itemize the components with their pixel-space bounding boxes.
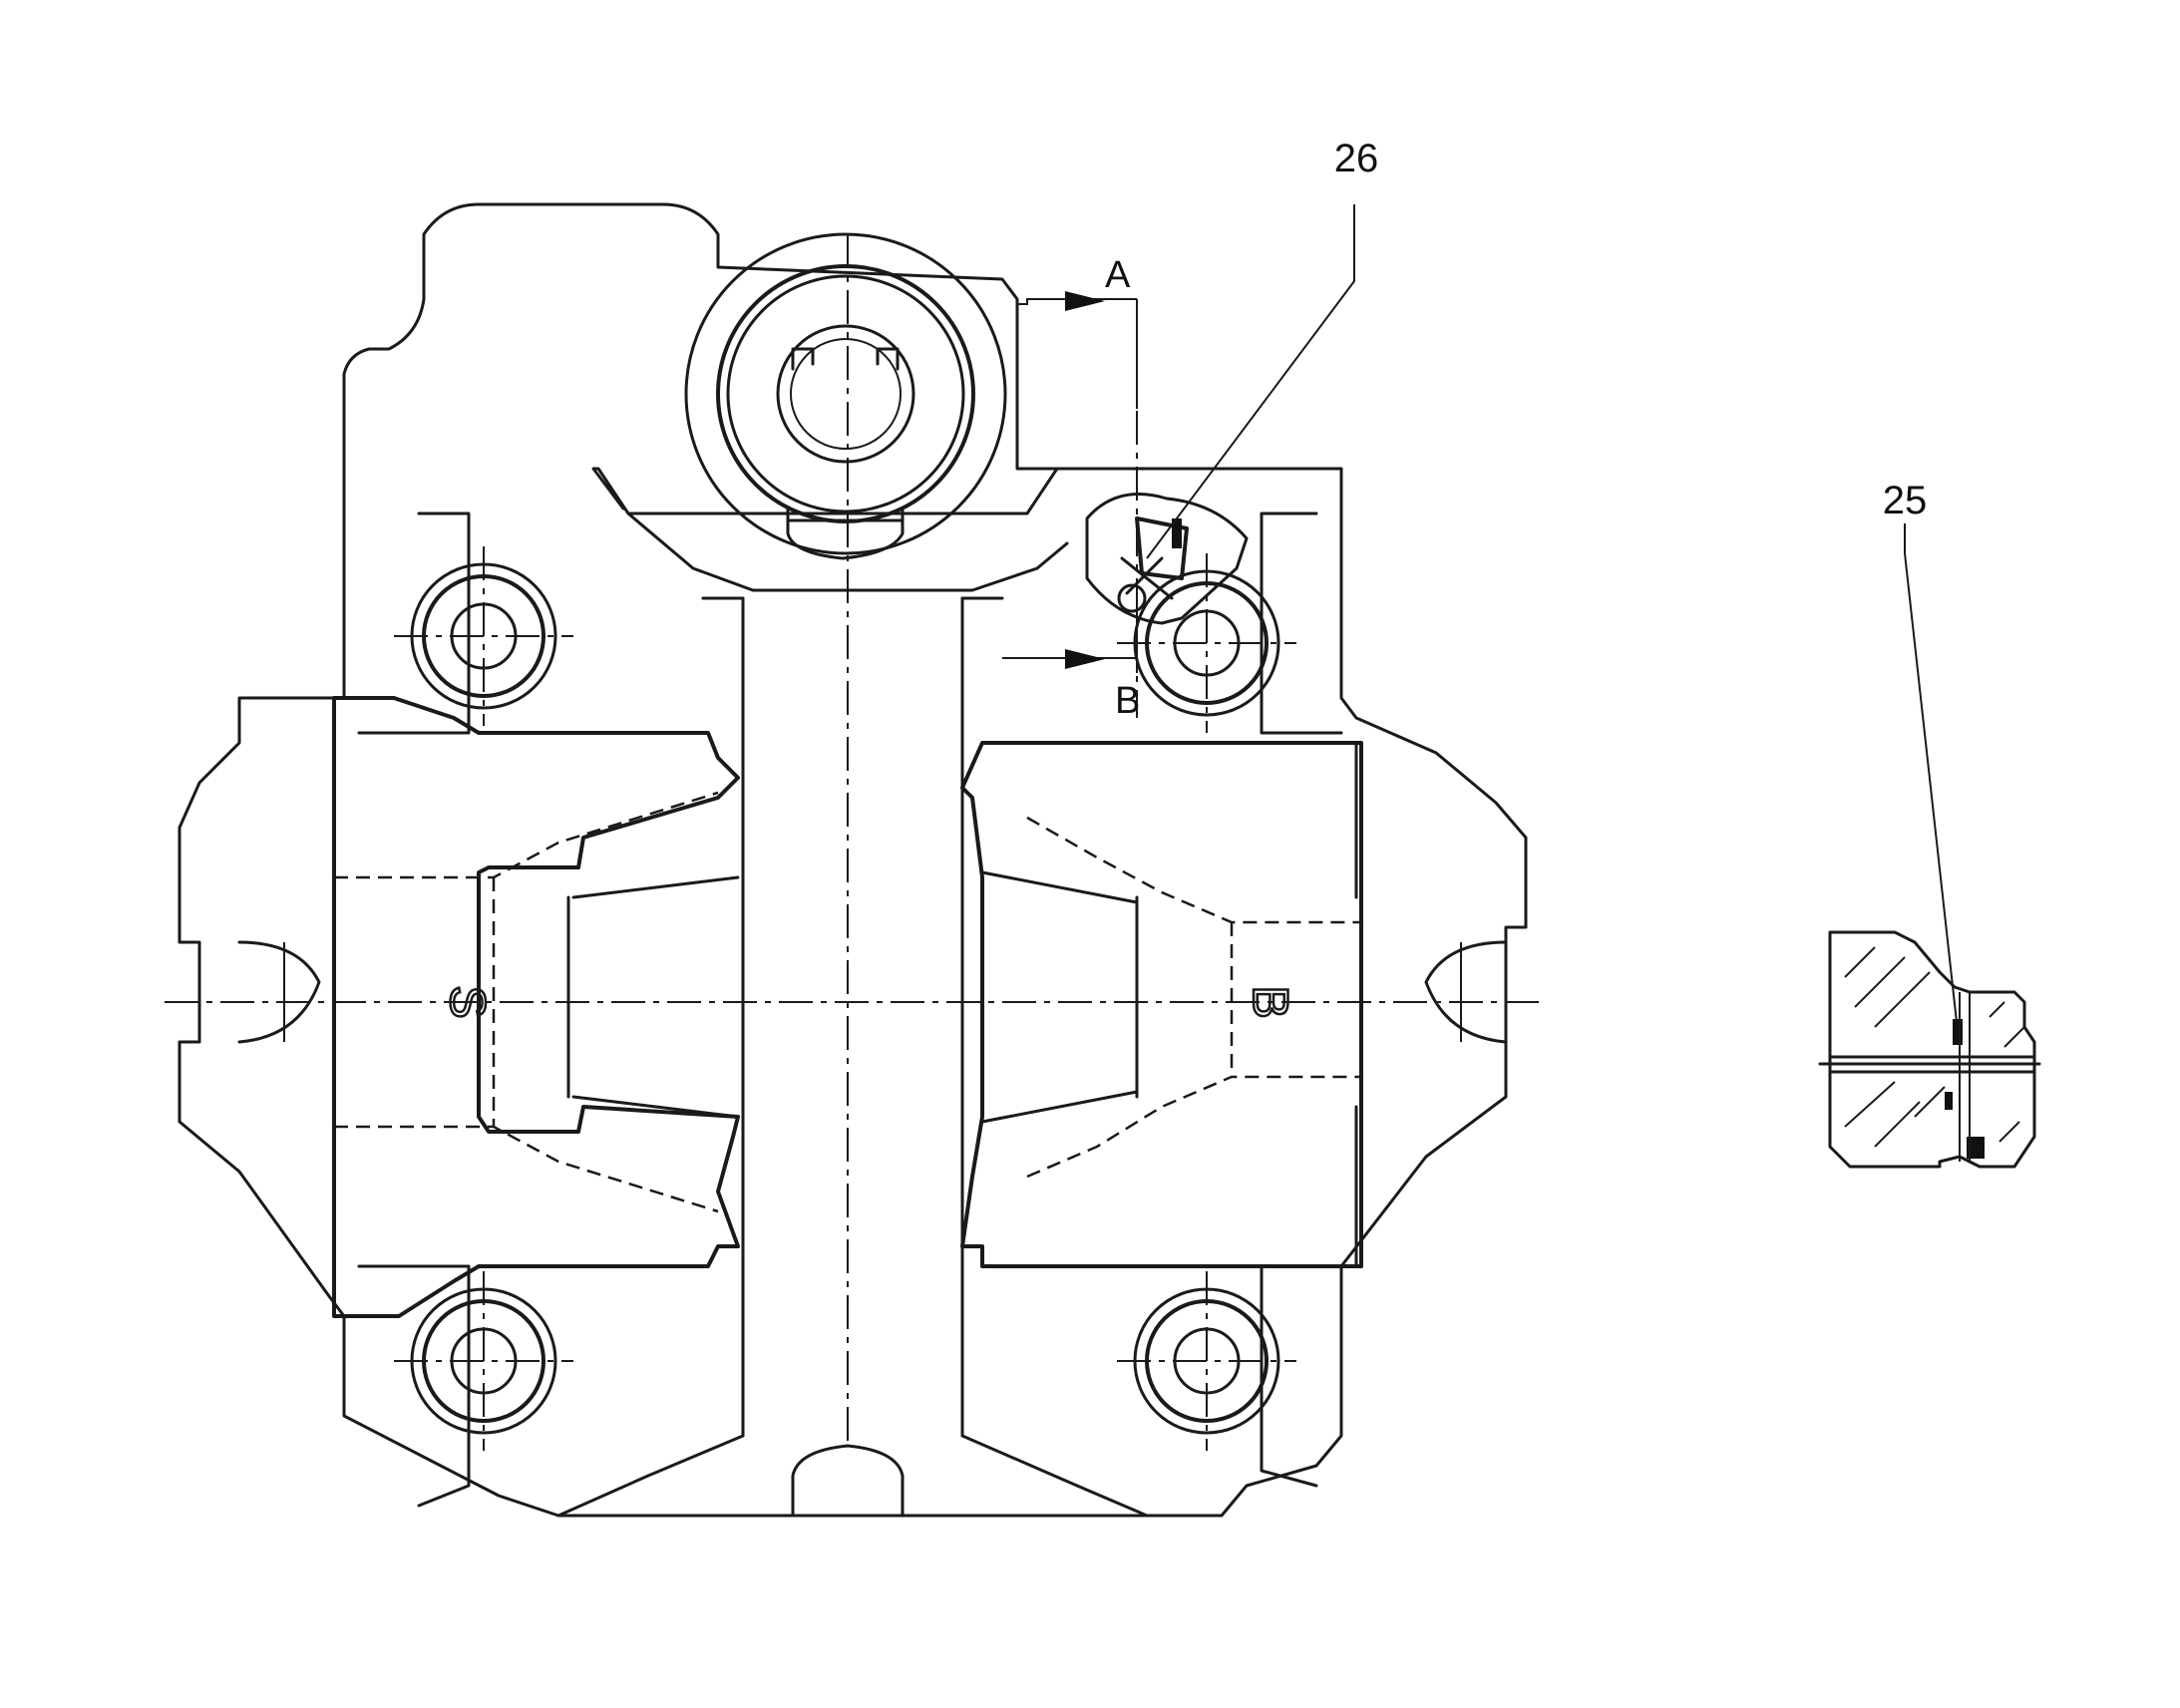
- left-port-block: [332, 696, 740, 1318]
- central-channel: [556, 596, 1149, 1518]
- inner-boss-frame: [357, 512, 1343, 1508]
- upper-lug: [591, 467, 1069, 592]
- bolt-top-left: [394, 546, 573, 726]
- section-bore: [1818, 1055, 2041, 1074]
- housing-outline: [178, 202, 1528, 1518]
- section-seals: [1945, 992, 1985, 1162]
- section-hatching: [1844, 946, 2025, 1148]
- section-cut-b: [1002, 588, 1138, 673]
- bolt-top-right: [1117, 553, 1296, 733]
- reference-number-26: 26: [1334, 137, 1379, 180]
- top-fitting: [684, 232, 1007, 560]
- leader-line-25: [1904, 523, 1958, 1023]
- bolt-bottom-right: [1117, 1271, 1296, 1451]
- leader-line-26: [1146, 204, 1355, 559]
- reference-number-25: 25: [1883, 479, 1928, 522]
- section-b-label: B: [1115, 680, 1140, 722]
- bolt-bottom-left: [394, 1271, 573, 1451]
- section-outline: [1828, 930, 2036, 1169]
- port-label-s: S: [440, 985, 496, 1018]
- right-port-block: [960, 741, 1363, 1268]
- mounting-ears: [237, 940, 1508, 1044]
- valve-body-main-view: A B S B: [165, 202, 1541, 1518]
- section-detail-view: [1818, 523, 2041, 1169]
- port-label-b: B: [1243, 985, 1298, 1018]
- section-a-label: A: [1105, 254, 1131, 296]
- relief-valve-detail: [1085, 493, 1249, 625]
